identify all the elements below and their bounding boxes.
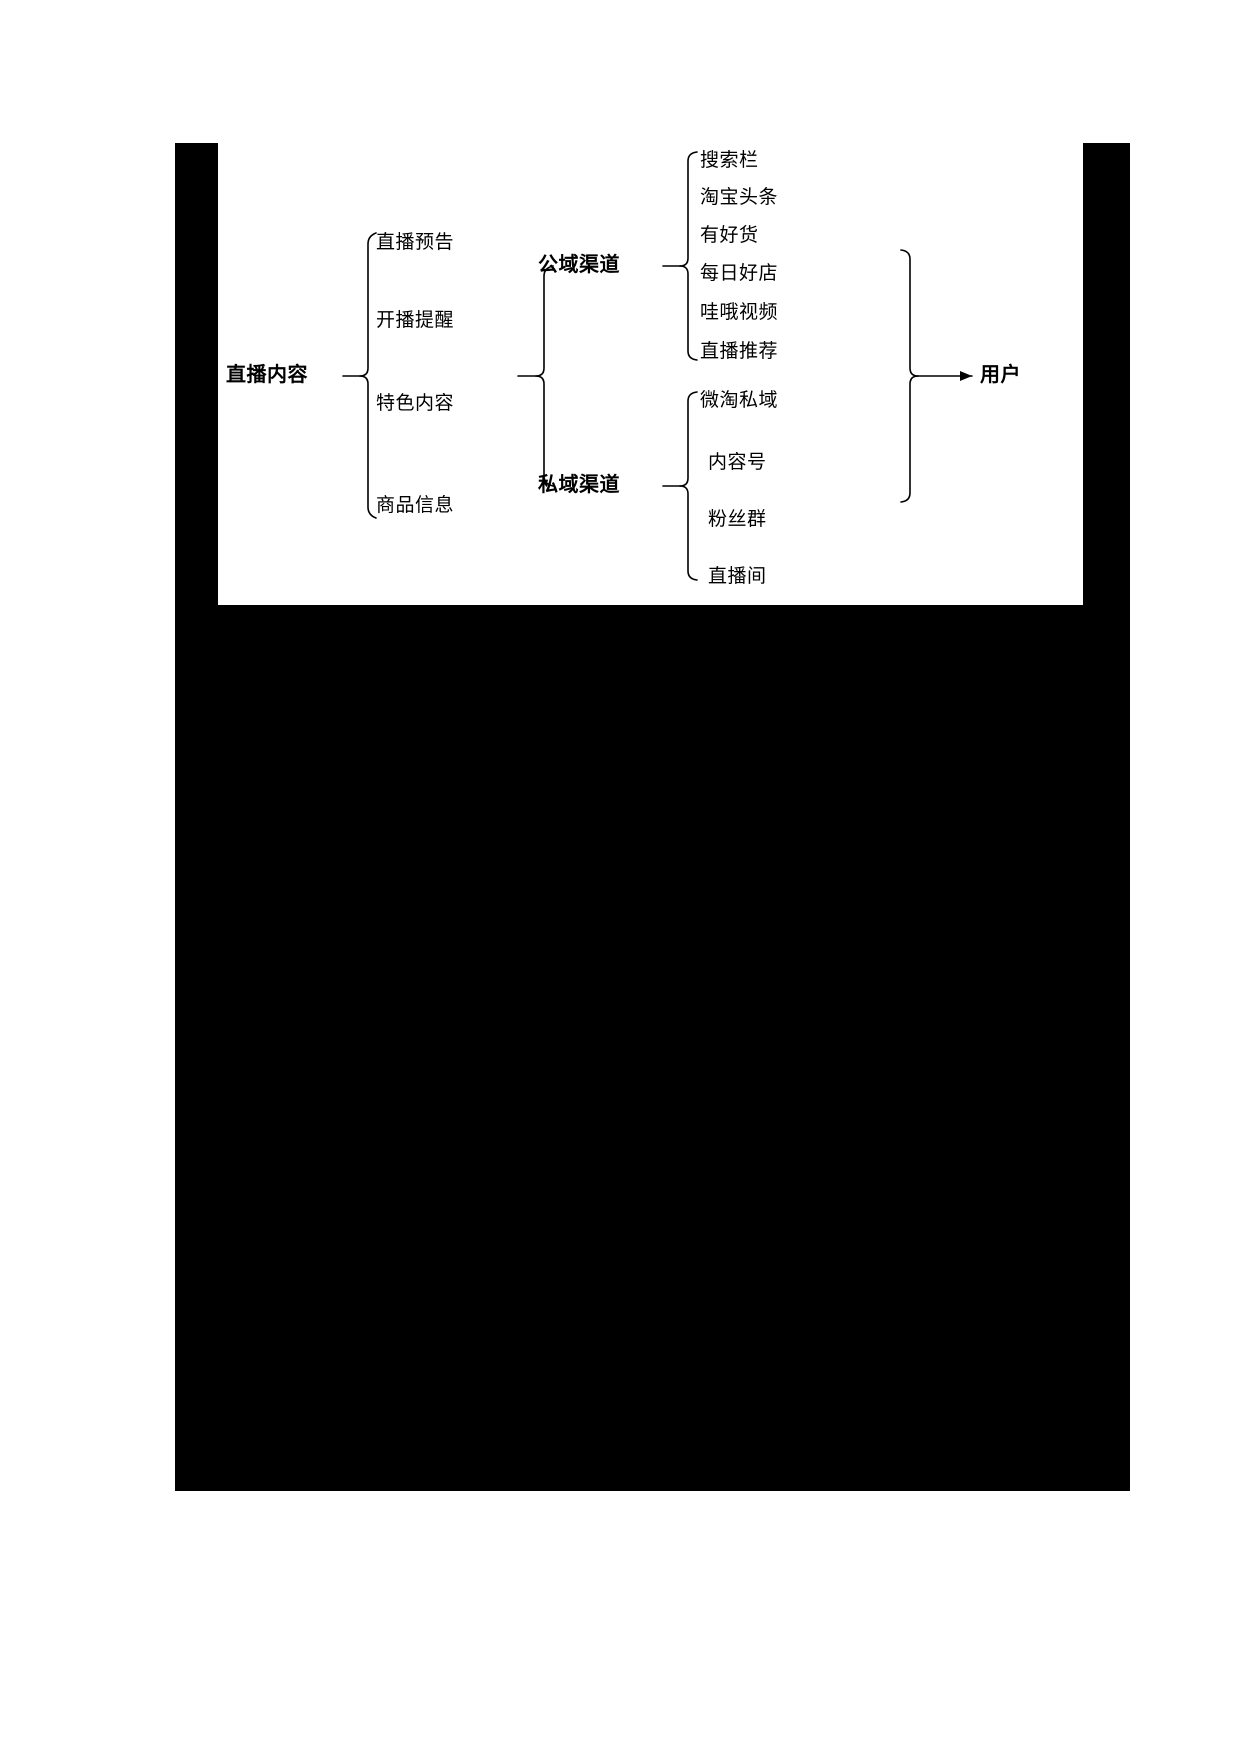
brace-public-top: [679, 151, 698, 267]
node-private-content-account[interactable]: 内容号: [708, 452, 767, 473]
node-public-wow-video[interactable]: 哇哦视频: [700, 302, 779, 323]
brace-collect-bottom: [900, 375, 919, 503]
node-channel-public[interactable]: 公域渠道: [538, 254, 620, 276]
node-public-search-bar[interactable]: 搜索栏: [700, 150, 759, 171]
brace-collect-top: [900, 249, 919, 377]
node-content-product-info[interactable]: 商品信息: [376, 495, 455, 516]
node-public-live-recommend[interactable]: 直播推荐: [700, 341, 779, 362]
connector-lines: [342, 151, 973, 581]
brace-channel-top: [535, 265, 554, 377]
brace-private-bottom: [679, 485, 698, 581]
node-root-live-content[interactable]: 直播内容: [226, 364, 308, 386]
tree-diagram: 直播内容 直播预告 开播提醒 特色内容 商品信息 公域渠道 私域渠道 搜索栏 淘…: [218, 143, 1083, 605]
brace-content-bottom: [359, 375, 377, 519]
node-public-daily-shops[interactable]: 每日好店: [700, 263, 779, 284]
arrow-head-user: [960, 371, 972, 381]
node-public-taobao-headlines[interactable]: 淘宝头条: [700, 187, 779, 208]
node-public-good-goods[interactable]: 有好货: [700, 225, 759, 246]
node-terminal-user[interactable]: 用户: [980, 364, 1021, 386]
scan-margin-bottom: [175, 605, 1130, 1491]
node-content-stream-reminder[interactable]: 开播提醒: [376, 310, 455, 331]
brace-public-bottom: [679, 265, 698, 361]
node-channel-private[interactable]: 私域渠道: [538, 474, 620, 496]
node-private-live-room[interactable]: 直播间: [708, 566, 767, 587]
node-content-featured[interactable]: 特色内容: [376, 393, 455, 414]
brace-channel-bottom: [535, 375, 554, 487]
node-content-live-preview[interactable]: 直播预告: [376, 232, 455, 253]
brace-content-top: [359, 232, 377, 377]
node-private-fan-group[interactable]: 粉丝群: [708, 509, 767, 530]
node-private-weitao[interactable]: 微淘私域: [700, 390, 779, 411]
brace-private-top: [679, 391, 698, 487]
